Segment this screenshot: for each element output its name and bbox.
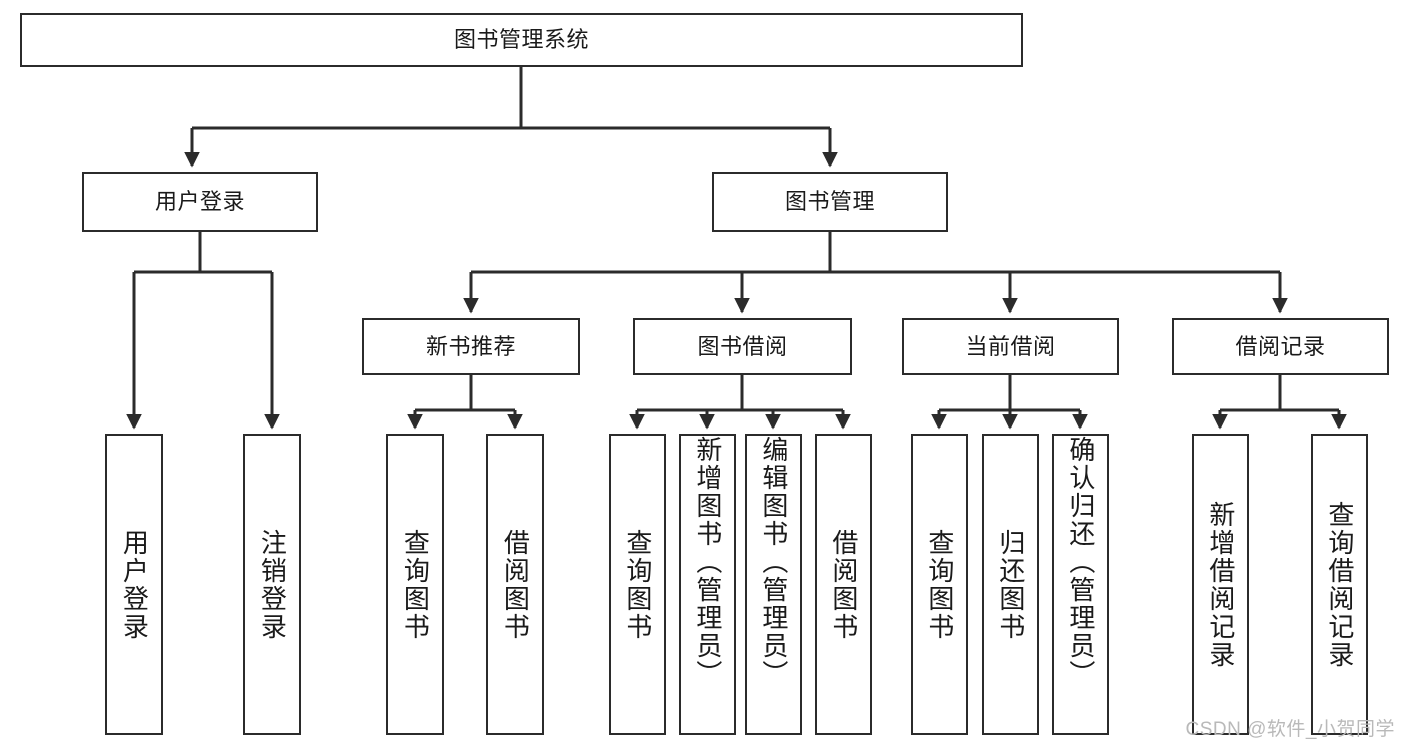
node-leaf-query-borrow-record-label: 查询借阅记录 (1324, 500, 1355, 669)
node-leaf-add-borrow-record[interactable]: 新增借阅记录 (1192, 434, 1249, 735)
node-leaf-borrow-book[interactable]: 借阅图书 (815, 434, 872, 735)
node-leaf-return-book[interactable]: 归还图书 (982, 434, 1039, 735)
node-leaf-user-login-label: 用户登录 (119, 528, 150, 641)
node-borrow-record-label: 借阅记录 (1235, 333, 1326, 359)
node-leaf-add-book-admin-label: 新增图书（管理员） (692, 436, 723, 688)
node-book-borrow-label: 图书借阅 (697, 333, 788, 359)
csdn-watermark: CSDN @软件_小贺同学 (1185, 719, 1395, 740)
node-leaf-query-borrow-record[interactable]: 查询借阅记录 (1311, 434, 1368, 735)
node-leaf-query-book-rec-label: 查询图书 (400, 528, 431, 641)
node-leaf-borrow-book-label: 借阅图书 (828, 528, 859, 641)
node-borrow-record[interactable]: 借阅记录 (1172, 318, 1389, 375)
node-book-management[interactable]: 图书管理 (712, 172, 948, 232)
node-leaf-confirm-return-admin-label: 确认归还（管理员） (1065, 436, 1096, 688)
node-user-login[interactable]: 用户登录 (82, 172, 318, 232)
node-current-borrow-label: 当前借阅 (965, 333, 1056, 359)
node-user-login-label: 用户登录 (154, 189, 245, 215)
node-new-book-recommend-label: 新书推荐 (425, 333, 516, 359)
node-book-management-label: 图书管理 (784, 189, 875, 215)
node-leaf-query-book-current-label: 查询图书 (924, 528, 955, 641)
node-leaf-return-book-label: 归还图书 (995, 528, 1026, 641)
node-root[interactable]: 图书管理系统 (20, 13, 1023, 67)
node-leaf-add-borrow-record-label: 新增借阅记录 (1205, 500, 1236, 669)
node-leaf-edit-book-admin[interactable]: 编辑图书（管理员） (745, 434, 802, 735)
node-root-label: 图书管理系统 (453, 27, 589, 53)
node-leaf-logout[interactable]: 注销登录 (243, 434, 301, 735)
node-leaf-query-book-current[interactable]: 查询图书 (911, 434, 968, 735)
node-leaf-add-book-admin[interactable]: 新增图书（管理员） (679, 434, 736, 735)
node-book-borrow[interactable]: 图书借阅 (633, 318, 852, 375)
node-leaf-borrow-book-rec-label: 借阅图书 (500, 528, 531, 641)
node-leaf-confirm-return-admin[interactable]: 确认归还（管理员） (1052, 434, 1109, 735)
node-leaf-query-book-borrow-label: 查询图书 (622, 528, 653, 641)
node-leaf-edit-book-admin-label: 编辑图书（管理员） (758, 436, 789, 688)
node-new-book-recommend[interactable]: 新书推荐 (362, 318, 580, 375)
node-leaf-user-login[interactable]: 用户登录 (105, 434, 163, 735)
node-leaf-query-book-rec[interactable]: 查询图书 (386, 434, 444, 735)
node-leaf-query-book-borrow[interactable]: 查询图书 (609, 434, 666, 735)
node-leaf-borrow-book-rec[interactable]: 借阅图书 (486, 434, 544, 735)
node-leaf-logout-label: 注销登录 (257, 528, 288, 641)
node-current-borrow[interactable]: 当前借阅 (902, 318, 1119, 375)
